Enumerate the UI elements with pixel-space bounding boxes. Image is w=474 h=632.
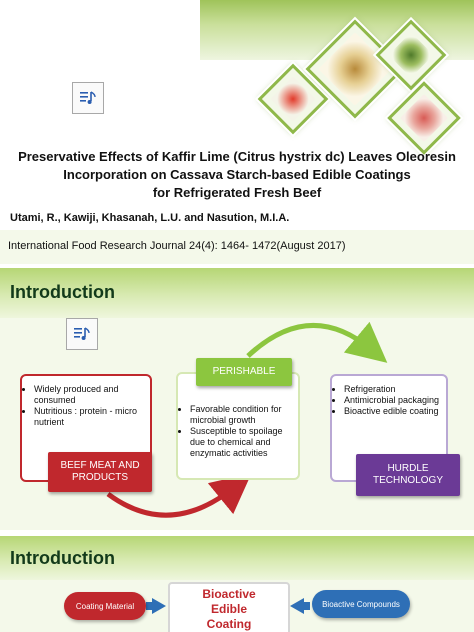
center-text-line: Edible [210, 602, 247, 616]
list-item: Bioactive edible coating [344, 406, 446, 417]
perishable-tag[interactable]: PERISHABLE [196, 358, 292, 386]
beef-meat-tag[interactable]: BEEF MEAT AND PRODUCTS [48, 452, 152, 492]
list-item: Refrigeration [344, 384, 446, 395]
list-item: Antimicrobial packaging [344, 395, 446, 406]
arrow-to-perishable [106, 473, 252, 518]
meat-image-diamond [387, 81, 461, 155]
flow-arrows [106, 321, 388, 518]
audio-file-icon[interactable] [72, 82, 104, 114]
bioactive-compounds-pill[interactable]: Bioactive Compounds [312, 590, 410, 618]
section-header-bar [0, 268, 474, 318]
left-arrow-shape [146, 598, 166, 614]
list-item: Widely produced and consumed [34, 384, 150, 406]
section-title: Introduction [10, 548, 115, 568]
list-item: Favorable condition for microbial growth [190, 404, 298, 426]
coating-material-pill[interactable]: Coating Material [64, 592, 146, 620]
hurdle-technology-tag[interactable]: HURDLE TECHNOLOGY [356, 454, 460, 496]
audio-file-icon[interactable] [66, 318, 98, 350]
right-arrow-shape [290, 598, 310, 614]
section-header-bar [0, 536, 474, 580]
title-slide: Preservative Effects of Kaffir Lime (Cit… [0, 0, 474, 264]
list-item: Susceptible to spoilage due to chemical … [190, 426, 298, 459]
arrow-to-hurdle [246, 321, 388, 363]
introduction-slide-1: Introduction Widely produced and consume… [0, 268, 474, 530]
paper-title-line-1: Preservative Effects of Kaffir Lime (Cit… [18, 149, 456, 164]
coating-arrows [146, 598, 310, 614]
perishable-info-box: Favorable condition for microbial growth… [176, 372, 300, 480]
bioactive-edible-coating-box: Bioactive Edible Coating [168, 582, 290, 632]
authors: Utami, R., Kawiji, Khasanah, L.U. and Na… [10, 212, 290, 224]
center-text-line: Coating [206, 617, 252, 631]
center-text-line: Bioactive [202, 587, 256, 601]
journal-citation: International Food Research Journal 24(4… [8, 240, 346, 252]
paper-title-line-2: Incorporation on Cassava Starch-based Ed… [63, 167, 411, 182]
section-title: Introduction [10, 282, 115, 302]
paper-title-line-3: for Refrigerated Fresh Beef [152, 185, 322, 200]
list-item: Nutritious : protein - micro nutrient [34, 406, 150, 428]
journal-bar [0, 230, 474, 264]
introduction-slide-2: Introduction Bioactive Edible Coating Co… [0, 536, 474, 632]
